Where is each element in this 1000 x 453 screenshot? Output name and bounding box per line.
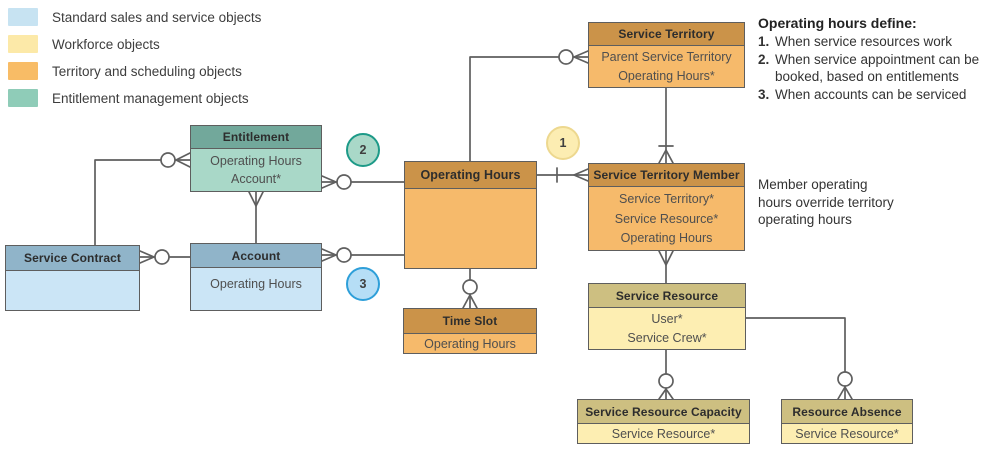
badge-number: 2 xyxy=(359,143,367,157)
connector-service-contract-to-account xyxy=(139,249,191,265)
entity-field: Operating Hours xyxy=(210,153,302,168)
entity-service-resource: Service Resource User* Service Crew* xyxy=(588,283,746,350)
entity-service-contract: Service Contract xyxy=(5,245,140,311)
connector-service-resource-to-capacity xyxy=(658,349,674,400)
legend-item: Territory and scheduling objects xyxy=(8,62,261,80)
connector-operating-hours-to-service-territory-member xyxy=(536,167,589,183)
badge-3: 3 xyxy=(346,267,380,301)
entity-service-resource-capacity: Service Resource Capacity Service Resour… xyxy=(577,399,750,444)
connector-entitlement-to-operating-hours xyxy=(321,174,405,190)
entity-title: Service Resource Capacity xyxy=(578,400,749,424)
legend-item: Standard sales and service objects xyxy=(8,8,261,26)
badge-2: 2 xyxy=(346,133,380,167)
legend: Standard sales and service objects Workf… xyxy=(8,8,261,107)
entity-operating-hours: Operating Hours xyxy=(404,161,537,269)
note-item: 1. When service resources work xyxy=(758,33,996,51)
legend-swatch-blue xyxy=(8,8,38,26)
note-item: 3. When accounts can be serviced xyxy=(758,86,996,104)
note-title: Operating hours define: xyxy=(758,15,917,31)
entity-title: Operating Hours xyxy=(405,162,536,189)
entity-title: Service Territory Member xyxy=(589,164,744,187)
entity-field: Operating Hours xyxy=(424,336,516,351)
entity-entitlement: Entitlement Operating Hours Account* xyxy=(190,125,322,192)
entity-resource-absence: Resource Absence Service Resource* xyxy=(781,399,913,444)
entity-title: Account xyxy=(191,244,321,268)
entity-field: Service Resource* xyxy=(795,426,899,441)
legend-swatch-yellow xyxy=(8,35,38,53)
connector-service-resource-to-absence xyxy=(745,317,853,400)
connector-service-territory-to-member xyxy=(658,87,674,164)
legend-label: Entitlement management objects xyxy=(52,90,249,106)
entity-title: Service Territory xyxy=(589,23,744,46)
badge-number: 1 xyxy=(559,136,567,150)
entity-field: Operating Hours xyxy=(210,277,302,291)
note-number: 1. xyxy=(758,34,770,49)
entity-field: Operating Hours* xyxy=(618,68,715,83)
legend-item: Entitlement management objects xyxy=(8,89,261,107)
entity-title: Resource Absence xyxy=(782,400,912,424)
entity-service-territory: Service Territory Parent Service Territo… xyxy=(588,22,745,88)
note-text: When service resources work xyxy=(775,34,953,49)
entity-time-slot: Time Slot Operating Hours xyxy=(403,308,537,354)
entity-title: Entitlement xyxy=(191,126,321,149)
note-item: 2. When service appointment can be booke… xyxy=(758,51,996,86)
entity-field: Account* xyxy=(230,172,282,187)
entity-field: Operating Hours xyxy=(620,230,713,245)
entity-field: Parent Service Territory xyxy=(601,50,732,65)
badge-number: 3 xyxy=(359,277,367,291)
entity-title: Time Slot xyxy=(404,309,536,334)
entity-field: Service Resource* xyxy=(611,426,716,441)
note-text: When service appointment can be booked, … xyxy=(775,51,980,85)
note-member-override: Member operating hours override territor… xyxy=(758,177,894,227)
connector-entitlement-to-account xyxy=(248,191,264,244)
legend-label: Workforce objects xyxy=(52,36,160,52)
note-number: 2. xyxy=(758,51,770,67)
legend-label: Standard sales and service objects xyxy=(52,9,262,25)
entity-field: Service Crew* xyxy=(627,330,707,345)
entity-field: Service Resource* xyxy=(614,211,719,226)
note-text: When accounts can be serviced xyxy=(775,86,967,102)
connector-service-contract-to-entitlement xyxy=(94,152,191,246)
entity-service-territory-member: Service Territory Member Service Territo… xyxy=(588,163,745,251)
connector-operating-hours-to-time-slot xyxy=(462,268,478,309)
connector-member-to-service-resource xyxy=(658,250,674,284)
entity-account: Account Operating Hours xyxy=(190,243,322,311)
legend-swatch-teal xyxy=(8,89,38,107)
legend-item: Workforce objects xyxy=(8,35,261,53)
connector-operating-hours-to-service-territory xyxy=(469,49,589,162)
legend-label: Territory and scheduling objects xyxy=(52,63,242,79)
badge-1: 1 xyxy=(546,126,580,160)
connector-account-to-operating-hours xyxy=(321,247,405,263)
entity-title: Service Contract xyxy=(6,246,139,271)
note-operating-hours-define: Operating hours define: 1. When service … xyxy=(758,15,996,103)
entity-field: Service Territory* xyxy=(619,192,714,207)
legend-swatch-orange xyxy=(8,62,38,80)
note-number: 3. xyxy=(758,86,770,102)
entity-field: User* xyxy=(651,312,683,327)
entity-title: Service Resource xyxy=(589,284,745,308)
